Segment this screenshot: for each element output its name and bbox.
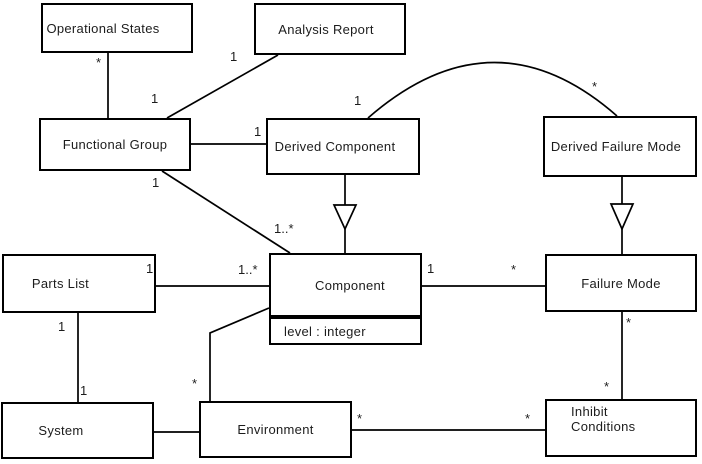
edge-functional-group-component xyxy=(161,170,291,254)
class-name: Derived Component xyxy=(274,139,396,154)
multiplicity-label: 1 xyxy=(354,93,362,108)
class-name: System xyxy=(38,423,84,438)
edge-derived-component-derived-failure-mode-arc xyxy=(367,61,618,119)
attribute-level: level : integer xyxy=(284,323,366,339)
class-name: Parts List xyxy=(31,276,90,291)
multiplicity-label: * xyxy=(357,411,363,426)
class-name: Failure Mode xyxy=(581,275,661,291)
class-analysis-report: Analysis Report xyxy=(254,3,406,55)
class-environment: Environment xyxy=(199,401,352,458)
multiplicity-label: * xyxy=(604,379,610,394)
multiplicity-label: * xyxy=(626,315,632,330)
class-system: System xyxy=(1,402,154,459)
multiplicity-label: 1..* xyxy=(238,262,258,277)
class-name: Analysis Report xyxy=(278,21,374,37)
class-failure-mode: Failure Mode xyxy=(545,254,697,312)
class-name: Inhibit Conditions xyxy=(571,404,636,435)
multiplicity-label: 1..* xyxy=(274,221,294,236)
edge-analysis-report-functional-group xyxy=(166,54,279,119)
multiplicity-label: * xyxy=(592,79,598,94)
multiplicity-label: 1 xyxy=(152,175,160,190)
class-derived-failure-mode: Derived Failure Mode xyxy=(543,116,697,177)
multiplicity-label: * xyxy=(511,262,517,277)
multiplicity-label: * xyxy=(525,411,531,426)
class-name: Derived Failure Mode xyxy=(550,139,682,154)
multiplicity-label: 1 xyxy=(58,319,66,334)
edge-environment-component xyxy=(209,307,270,401)
class-operational-states: Operational States xyxy=(41,3,193,53)
class-parts-list: Parts List xyxy=(2,254,156,313)
multiplicity-label: 1 xyxy=(151,91,159,106)
class-name: Environment xyxy=(237,422,314,437)
class-derived-component: Derived Component xyxy=(266,118,420,175)
class-name: Component xyxy=(315,277,385,293)
multiplicity-label: 1 xyxy=(80,383,88,398)
class-name: Functional Group xyxy=(62,137,168,152)
generalization-arrow-failure-mode xyxy=(609,203,635,232)
class-component: Component xyxy=(269,253,422,317)
class-name: Operational States xyxy=(46,20,160,36)
generalization-arrow-component xyxy=(332,204,358,232)
class-inhibit-conditions: Inhibit Conditions xyxy=(545,399,697,457)
multiplicity-label: 1 xyxy=(254,124,262,139)
class-component-attributes: level : integer xyxy=(269,317,422,345)
multiplicity-label: * xyxy=(192,376,198,391)
multiplicity-label: 1 xyxy=(146,261,154,276)
multiplicity-label: * xyxy=(96,55,102,70)
multiplicity-label: 1 xyxy=(427,261,435,276)
multiplicity-label: 1 xyxy=(230,49,238,64)
class-functional-group: Functional Group xyxy=(39,118,191,171)
